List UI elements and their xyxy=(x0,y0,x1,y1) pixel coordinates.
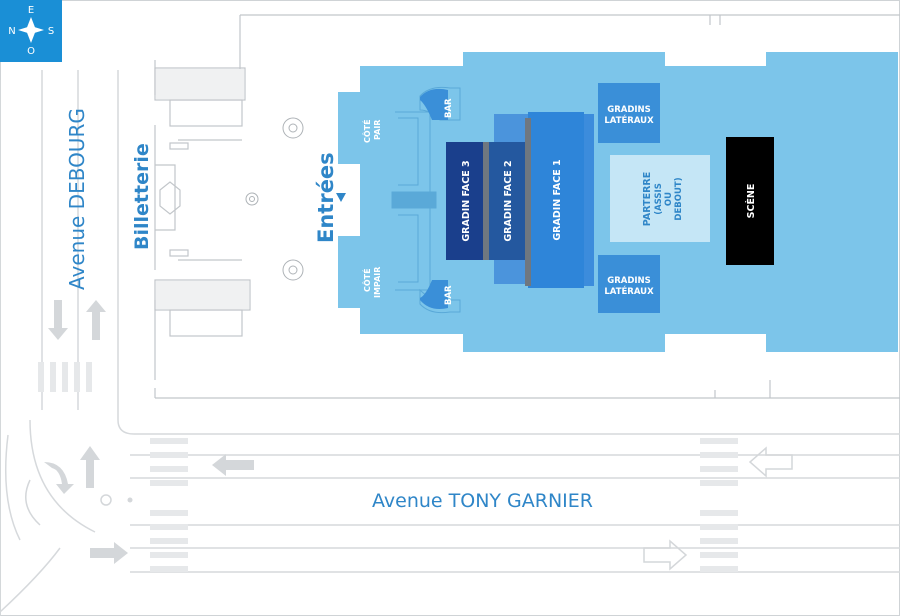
gradins-lateraux-bottom-block xyxy=(598,255,660,313)
crosswalks xyxy=(38,362,738,572)
arrow-right-icon xyxy=(90,542,128,564)
entrance-arrow-icon xyxy=(336,193,346,202)
cote-pair-line1: CÔTÉ xyxy=(361,119,372,143)
arrow-curve-icon xyxy=(44,462,74,494)
compass-north: N xyxy=(8,26,15,37)
gradin-face-2-label: GRADIN FACE 2 xyxy=(503,160,514,241)
seating-blocks xyxy=(446,83,774,313)
gradin-face-3-label: GRADIN FACE 3 xyxy=(461,160,472,241)
street-avenue-tony-garnier: Avenue TONY GARNIER xyxy=(372,490,593,512)
gradin-face-2-block xyxy=(487,142,528,260)
road-arrows xyxy=(44,300,254,564)
road-outline-arrows xyxy=(643,446,793,571)
bar-bottom-label: BAR xyxy=(444,285,454,305)
cote-impair-line1: CÔTÉ xyxy=(361,268,372,292)
road-lines xyxy=(0,70,900,616)
arrow-down-icon xyxy=(48,300,68,340)
parterre-line4: DEBOUT) xyxy=(674,177,684,220)
bar-top-label: BAR xyxy=(444,98,454,118)
billetterie-label: Billetterie xyxy=(131,143,153,250)
parterre-line3: OU xyxy=(664,192,674,206)
arrow-outline-left-icon xyxy=(748,446,793,478)
parterre-block xyxy=(610,155,710,242)
compass-east: E xyxy=(28,5,34,16)
gradin-face-3-block xyxy=(446,142,487,260)
arrow-left-icon xyxy=(212,454,254,476)
cote-impair-line2: IMPAIR xyxy=(373,267,382,298)
parterre-line2: (ASSIS xyxy=(654,183,664,215)
scene-block xyxy=(726,137,774,265)
site-outline xyxy=(154,14,900,399)
cote-pair-line2: PAIR xyxy=(373,120,382,140)
gradins-lateraux-top-block xyxy=(598,83,660,143)
round-fixtures xyxy=(245,117,304,281)
gradins-lateraux-top-line1: GRADINS xyxy=(607,105,651,115)
compass-rose: E N S O xyxy=(0,0,62,62)
scene-label: SCÈNE xyxy=(745,184,757,219)
street-avenue-debourg: Avenue DEBOURG xyxy=(65,108,89,290)
parterre-line1: PARTERRE xyxy=(642,172,653,226)
compass-south: S xyxy=(48,26,54,37)
bar-icons xyxy=(420,88,448,309)
annex-blocks xyxy=(156,69,249,309)
hall-details xyxy=(391,86,461,314)
gradins-lateraux-top-line2: LATÉRAUX xyxy=(604,114,654,126)
entrees-label: Entrées xyxy=(314,152,338,243)
gradin-face-1-block xyxy=(528,112,584,288)
gradins-lateraux-bottom-line1: GRADINS xyxy=(607,276,651,286)
gradin-face-1-label: GRADIN FACE 1 xyxy=(552,159,563,240)
arrow-up-icon-2 xyxy=(80,446,100,488)
arrow-up-icon xyxy=(86,300,106,340)
compass-west: O xyxy=(27,46,35,57)
arrow-outline-right-icon xyxy=(643,539,688,571)
gradins-lateraux-bottom-line2: LATÉRAUX xyxy=(604,285,654,297)
